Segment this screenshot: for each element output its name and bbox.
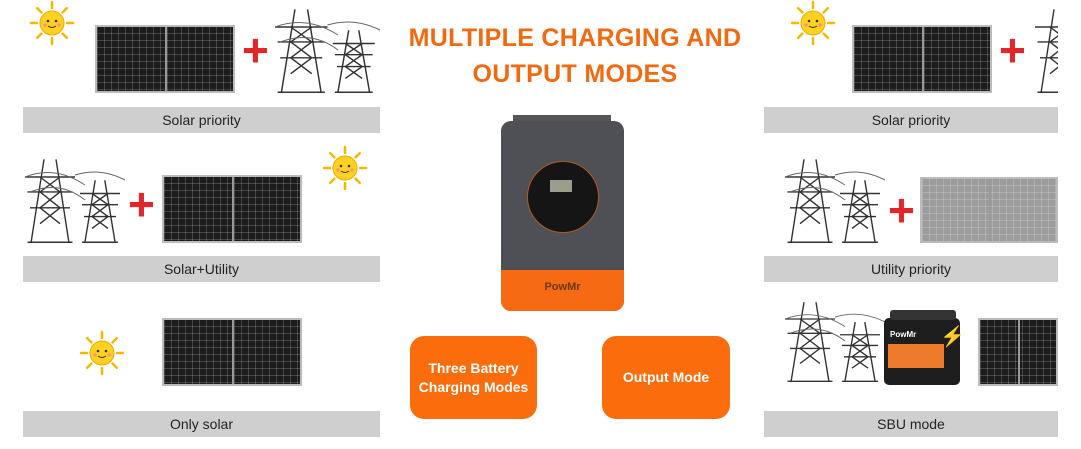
title-line-2: OUTPUT MODES	[472, 60, 678, 88]
plus-icon: +	[888, 184, 915, 236]
solar-panel-icon	[162, 175, 302, 243]
battery-label-band	[888, 344, 944, 368]
mode-label-sbu-mode: SBU mode	[764, 411, 1058, 437]
plus-icon: +	[242, 24, 269, 76]
lcd-screen	[550, 180, 572, 192]
inverter-display-ring	[527, 161, 599, 233]
output-mode-button[interactable]: Output Mode	[602, 336, 730, 419]
battery-brand: PowMr	[890, 330, 917, 339]
solar-panel-icon	[852, 25, 992, 93]
power-tower-icon	[784, 155, 886, 245]
sun-icon	[75, 330, 129, 376]
power-tower-clip	[1035, 5, 1058, 93]
plus-icon: +	[128, 178, 155, 230]
solar-panel-icon	[920, 177, 1058, 243]
inverter-image: PowMr	[501, 115, 624, 311]
inverter-body: PowMr	[501, 121, 624, 311]
plus-icon: +	[999, 24, 1026, 76]
inverter-brand: PowMr	[544, 281, 581, 293]
page-title: MULTIPLE CHARGING AND OUTPUT MODES	[380, 20, 770, 92]
mode-label-solar-priority: Solar priority	[23, 107, 380, 133]
battery-body: PowMr ⚡	[884, 318, 965, 385]
sun-icon	[25, 0, 79, 46]
mode-label-solar-priority-right: Solar priority	[764, 107, 1058, 133]
power-tower-icon	[1035, 5, 1058, 93]
inverter-bracket	[513, 115, 611, 123]
solar-panel-icon	[978, 318, 1058, 386]
title-line-1: MULTIPLE CHARGING AND	[408, 24, 742, 52]
solar-panel-icon	[162, 318, 302, 386]
mode-label-utility-priority: Utility priority	[764, 256, 1058, 282]
sun-icon	[786, 0, 840, 46]
power-tower-icon	[274, 5, 381, 95]
battery-top-strip	[890, 310, 956, 320]
solar-panel-icon	[95, 25, 235, 93]
mode-label-solar-utility: Solar+Utility	[23, 256, 380, 282]
power-tower-icon	[784, 298, 886, 384]
sun-icon	[318, 145, 372, 191]
inverter-orange-band: PowMr	[501, 270, 624, 311]
battery-icon: PowMr ⚡	[884, 310, 965, 385]
three-battery-charging-modes-button[interactable]: Three Battery Charging Modes	[410, 336, 537, 419]
lightning-icon: ⚡	[940, 326, 965, 348]
mode-label-only-solar: Only solar	[23, 411, 380, 437]
power-tower-icon	[24, 155, 126, 245]
